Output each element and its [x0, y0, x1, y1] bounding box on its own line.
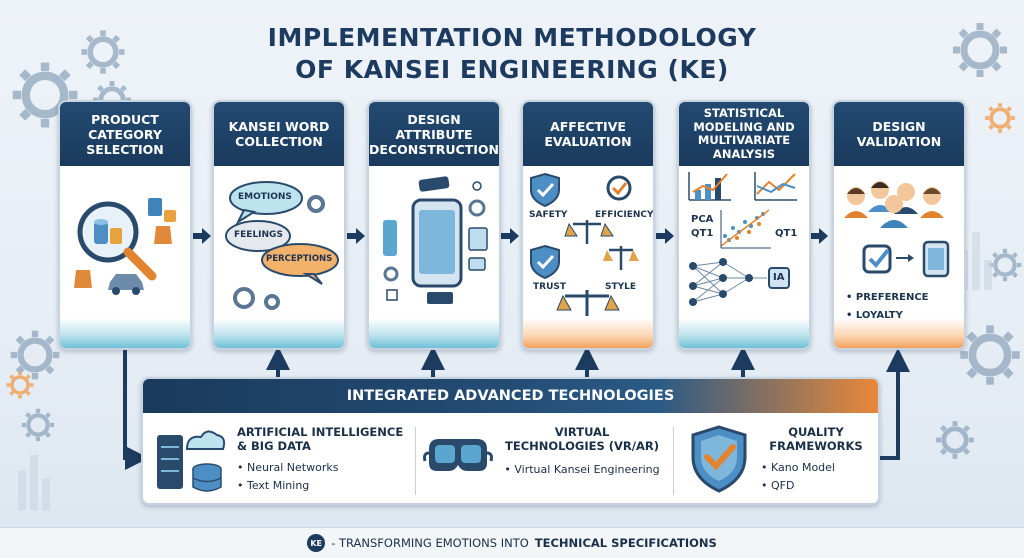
page-title: IMPLEMENTATION METHODOLOGY OF KANSEI ENG… — [0, 22, 1024, 86]
title-line-2: OF KANSEI ENGINEERING (KE) — [295, 55, 729, 84]
ke-logo-icon: KE — [307, 534, 326, 552]
label-ia: IA — [773, 272, 785, 283]
step-card-affective-evaluation: AFFECTIVE EVALUATION SAFETY EFFICIENCY T… — [521, 100, 655, 350]
attribute-efficiency: EFFICIENCY — [595, 210, 654, 220]
bubble-feelings: FEELINGS — [234, 230, 283, 240]
tech-title-vr-line2: TECHNOLOGIES (VR/AR) — [505, 439, 659, 453]
attribute-trust: TRUST — [533, 282, 566, 292]
arrow-step-1-2 — [193, 228, 211, 244]
step-card-design-attribute: DESIGN ATTRIBUTE DECONSTRUCTION — [367, 100, 501, 350]
shield-check-icon — [691, 425, 747, 493]
tech-title-quality-line1: QUALITY — [788, 425, 844, 439]
step-card-design-validation: DESIGN VALIDATION • PREFERENCE • LOYALTY — [832, 100, 966, 350]
footer-prefix: - TRANSFORMING EMOTIONS INTO — [331, 536, 529, 550]
arrow-step-3-4 — [501, 228, 519, 244]
arrow-step-5-6 — [810, 228, 828, 244]
label-qt1-left: QT1 — [691, 228, 714, 239]
outcome-loyalty: • LOYALTY — [846, 310, 903, 321]
integrated-technologies-panel: INTEGRATED ADVANCED TECHNOLOGIES ARTIFIC… — [141, 377, 880, 505]
vr-headset-icon — [423, 439, 493, 471]
step-title: DESIGN ATTRIBUTE DECONSTRUCTION — [369, 102, 499, 166]
arrow-step-2-3 — [347, 228, 365, 244]
title-line-1: IMPLEMENTATION METHODOLOGY — [267, 23, 757, 52]
step-card-kansei-word: KANSEI WORD COLLECTION EMOTIONS FEELINGS… — [212, 100, 346, 350]
tech-title-vr-line1: VIRTUAL — [554, 425, 610, 439]
bubble-emotions: EMOTIONS — [238, 192, 292, 202]
step-title: PRODUCT CATEGORY SELECTION — [60, 102, 190, 166]
tech-title-quality-line2: FRAMEWORKS — [769, 439, 863, 453]
tech-column-vr: VIRTUAL TECHNOLOGIES (VR/AR) • Virtual K… — [423, 421, 663, 501]
speech-bubbles-icon — [225, 181, 339, 310]
step-card-product-category: PRODUCT CATEGORY SELECTION — [58, 100, 192, 350]
tech-column-ai: ARTIFICIAL INTELLIGENCE & BIG DATA • Neu… — [153, 421, 408, 501]
label-pca: PCA — [691, 214, 714, 225]
attribute-style: STYLE — [605, 282, 637, 292]
tech-title-ai-line1: ARTIFICIAL INTELLIGENCE — [237, 425, 404, 439]
label-qt1-right: QT1 — [775, 228, 798, 239]
tech-column-quality: QUALITY FRAMEWORKS • Kano Model • QFD — [683, 421, 873, 501]
charts-network-icon — [688, 172, 797, 306]
users-check-icon — [844, 181, 950, 278]
tech-item-qfd: • QFD — [761, 479, 795, 492]
bubble-perceptions: PERCEPTIONS — [266, 254, 333, 264]
outcome-preference: • PREFERENCE — [846, 292, 929, 303]
step-title: STATISTICAL MODELING AND MULTIVARIATE AN… — [679, 102, 809, 166]
tech-divider-2 — [673, 427, 674, 495]
step-title: DESIGN VALIDATION — [834, 102, 964, 166]
tech-item-kano-model: • Kano Model — [761, 461, 835, 474]
footer-emphasis: TECHNICAL SPECIFICATIONS — [534, 536, 717, 550]
step-card-statistical-modeling: STATISTICAL MODELING AND MULTIVARIATE AN… — [677, 100, 811, 350]
shields-scales-icon — [530, 172, 639, 316]
magnifier-products-icon — [74, 198, 176, 295]
server-cloud-icon — [157, 430, 226, 492]
tech-divider-1 — [415, 427, 416, 495]
footer-tagline: KE - TRANSFORMING EMOTIONS INTO TECHNICA… — [0, 527, 1024, 558]
step-title: AFFECTIVE EVALUATION — [523, 102, 653, 166]
tech-item-virtual-kansei: • Virtual Kansei Engineering — [504, 463, 660, 476]
tech-title-ai-line2: & BIG DATA — [237, 439, 311, 453]
attribute-safety: SAFETY — [529, 210, 568, 220]
tech-item-text-mining: • Text Mining — [237, 479, 310, 492]
tech-panel-header: INTEGRATED ADVANCED TECHNOLOGIES — [143, 379, 878, 413]
exploded-phone-icon — [383, 176, 488, 304]
arrow-step-4-5 — [656, 228, 674, 244]
step-title: KANSEI WORD COLLECTION — [214, 102, 344, 166]
tech-item-neural-networks: • Neural Networks — [237, 461, 339, 474]
